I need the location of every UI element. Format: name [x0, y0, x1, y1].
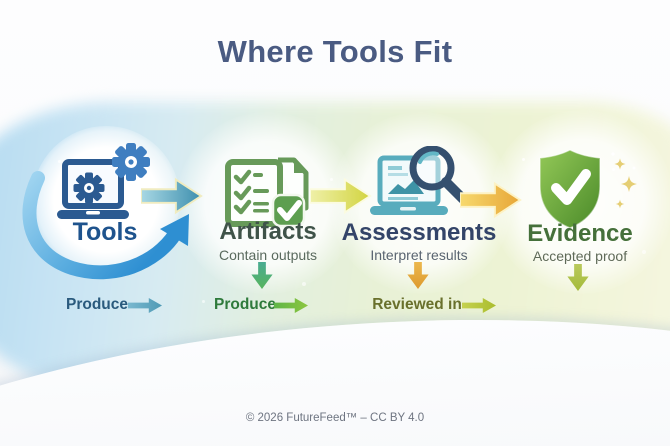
- arrow-assessments-to-evidence: [460, 181, 522, 219]
- texture-dot: [202, 300, 205, 303]
- texture-dot: [330, 178, 333, 181]
- flow-label-reviewed-in: Reviewed in: [372, 296, 462, 313]
- stage-subtitle-assessments: Interpret results: [370, 247, 468, 263]
- stage-label-assessments: Assessments: [341, 219, 497, 246]
- arrow-right-reviewed-in: [462, 297, 496, 314]
- stage-subtitle-evidence: Accepted proof: [532, 248, 628, 264]
- arrow-down-artifacts: [251, 262, 273, 289]
- arrow-tools-to-artifacts: [141, 177, 203, 215]
- arrow-artifacts-to-assessments: [310, 177, 372, 215]
- gear-small: [73, 172, 105, 204]
- laptop-gears-icon: [57, 143, 150, 219]
- flow-label-produce-tools: Produce: [65, 296, 129, 313]
- arrow-down-evidence: [567, 264, 589, 291]
- stage-subtitle-artifacts: Contain outputs: [218, 247, 318, 263]
- texture-dot: [522, 158, 525, 161]
- copyright-text: © 2026 FutureFeed™ – CC BY 4.0: [245, 412, 425, 424]
- texture-dot: [642, 250, 646, 254]
- magnifier-report-icon: [370, 146, 468, 215]
- stage-label-evidence: Evidence: [527, 220, 633, 247]
- texture-dot: [92, 300, 95, 303]
- flow-label-produce-artifacts: Produce: [213, 296, 277, 313]
- stage-label-tools: Tools: [72, 218, 138, 246]
- sparkle-stars: [611, 152, 637, 209]
- texture-dot: [612, 168, 615, 171]
- checklist-document-icon: [225, 157, 309, 228]
- gear-large: [112, 143, 150, 181]
- arrow-right-produce-tools: [128, 297, 162, 314]
- arrow-right-produce-artifacts: [274, 297, 308, 314]
- tools-cycle-arrow: [22, 171, 189, 280]
- texture-dot: [302, 282, 306, 286]
- stage-label-artifacts: Artifacts: [219, 218, 317, 245]
- texture-dot: [58, 160, 61, 163]
- page-title: Where Tools Fit: [217, 34, 453, 69]
- arrow-down-assessments: [407, 262, 429, 289]
- shield-check-icon: [539, 149, 637, 229]
